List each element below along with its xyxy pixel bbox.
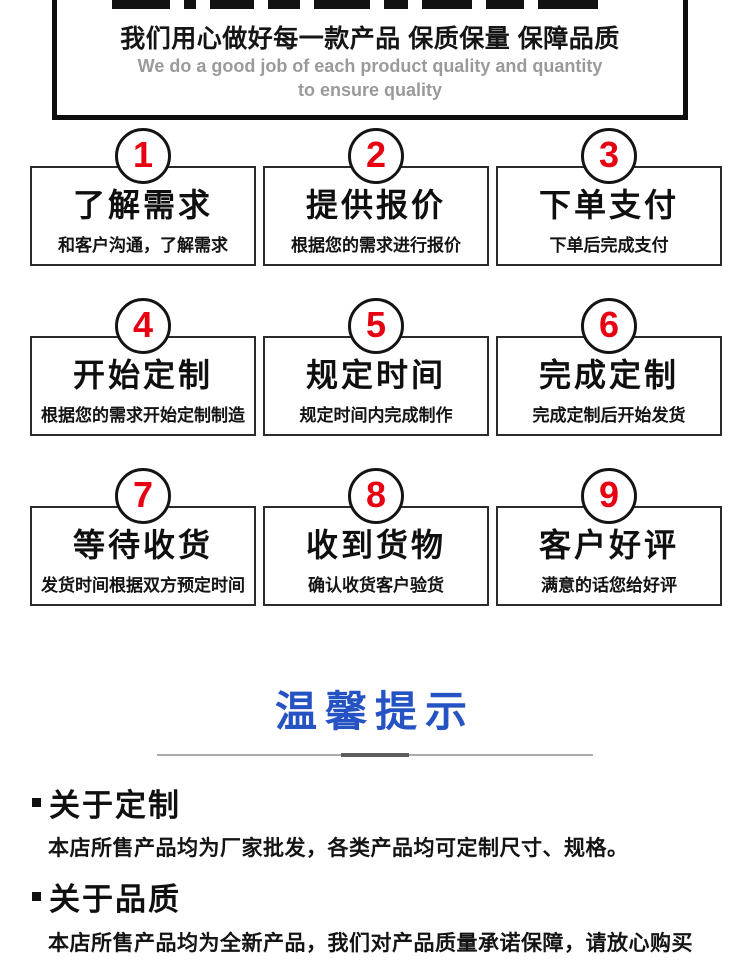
step-item-5: 5 规定时间 规定时间内完成制作	[263, 298, 489, 436]
step-number: 2	[365, 134, 387, 175]
tips-divider	[157, 753, 593, 757]
about-custom-heading: 关于定制	[32, 788, 732, 823]
step-description: 规定时间内完成制作	[299, 406, 453, 425]
step-description: 确认收货客户验货	[308, 576, 444, 595]
step-description: 发货时间根据双方预定时间	[41, 576, 245, 595]
step-title: 规定时间	[305, 357, 446, 393]
step-card: 下单支付 下单后完成支付	[496, 166, 722, 266]
text-fragment	[268, 0, 300, 9]
step-item-7: 7 等待收货 发货时间根据双方预定时间	[30, 468, 256, 606]
step-number-badge: 5	[348, 298, 404, 354]
step-number: 6	[598, 304, 620, 345]
step-title: 开始定制	[72, 357, 213, 393]
step-number: 1	[132, 134, 154, 175]
step-number: 3	[598, 134, 620, 175]
step-card: 完成定制 完成定制后开始发货	[496, 336, 722, 436]
step-number-badge: 4	[115, 298, 171, 354]
step-number: 5	[365, 304, 387, 345]
step-title: 下单支付	[538, 187, 679, 223]
cropped-heading-fragments	[112, 0, 598, 9]
text-fragment	[384, 0, 408, 9]
step-number-badge: 1	[115, 128, 171, 184]
step-description: 完成定制后开始发货	[532, 406, 686, 425]
step-title: 收到货物	[305, 527, 446, 563]
step-card: 等待收货 发货时间根据双方预定时间	[30, 506, 256, 606]
quality-banner-frame: 我们用心做好每一款产品 保质保量 保障品质 We do a good job o…	[52, 0, 688, 120]
process-steps-grid: 1 了解需求 和客户沟通，了解需求 2 提供报价 根据您的需求进行报价 3 下单…	[30, 128, 722, 606]
about-custom-body: 本店所售产品均为厂家批发，各类产品均可定制尺寸、规格。	[48, 837, 629, 861]
step-number-badge: 7	[115, 468, 171, 524]
banner-headline-cn: 我们用心做好每一款产品 保质保量 保障品质	[120, 25, 620, 53]
step-description: 根据您的需求进行报价	[291, 236, 461, 255]
warm-tips-title: 温馨提示	[274, 688, 475, 735]
step-number: 4	[132, 304, 154, 345]
text-fragment	[184, 0, 196, 9]
step-item-9: 9 客户好评 满意的话您给好评	[496, 468, 722, 606]
about-heading-label: 关于定制	[49, 788, 181, 823]
step-title: 等待收货	[72, 527, 213, 563]
step-number-badge: 3	[581, 128, 637, 184]
text-fragment	[422, 0, 472, 9]
about-quality-heading: 关于品质	[32, 883, 732, 917]
step-item-1: 1 了解需求 和客户沟通，了解需求	[30, 128, 256, 266]
about-quality-body: 本店所售产品均为全新产品，我们对产品质量承诺保障，请放心购买	[48, 931, 693, 955]
step-title: 提供报价	[305, 187, 446, 223]
step-number: 7	[132, 474, 154, 515]
divider-center-segment	[341, 753, 409, 757]
text-fragment	[314, 0, 370, 9]
step-title: 完成定制	[538, 357, 679, 393]
text-fragment	[210, 0, 254, 9]
step-number-badge: 8	[348, 468, 404, 524]
step-title: 了解需求	[72, 187, 213, 223]
step-description: 和客户沟通，了解需求	[58, 236, 228, 255]
square-bullet-icon	[32, 798, 41, 807]
step-description: 满意的话您给好评	[541, 576, 677, 595]
step-item-4: 4 开始定制 根据您的需求开始定制制造	[30, 298, 256, 436]
step-number: 9	[598, 474, 620, 515]
step-description: 下单后完成支付	[549, 236, 669, 255]
text-fragment	[486, 0, 524, 9]
step-number: 8	[365, 474, 387, 515]
text-fragment	[112, 0, 170, 9]
step-item-3: 3 下单支付 下单后完成支付	[496, 128, 722, 266]
step-title: 客户好评	[538, 527, 679, 563]
banner-headline-en: We do a good job of each product quality…	[137, 56, 603, 101]
about-sections: 关于定制 本店所售产品均为厂家批发，各类产品均可定制尺寸、规格。 关于品质 本店…	[32, 788, 732, 978]
step-number-badge: 9	[581, 468, 637, 524]
square-bullet-icon	[32, 892, 41, 902]
text-fragment	[538, 0, 598, 9]
step-number-badge: 6	[581, 298, 637, 354]
step-item-2: 2 提供报价 根据您的需求进行报价	[263, 128, 489, 266]
step-number-badge: 2	[348, 128, 404, 184]
step-description: 根据您的需求开始定制制造	[41, 406, 245, 425]
step-item-6: 6 完成定制 完成定制后开始发货	[496, 298, 722, 436]
step-item-8: 8 收到货物 确认收货客户验货	[263, 468, 489, 606]
about-heading-label: 关于品质	[49, 882, 181, 918]
